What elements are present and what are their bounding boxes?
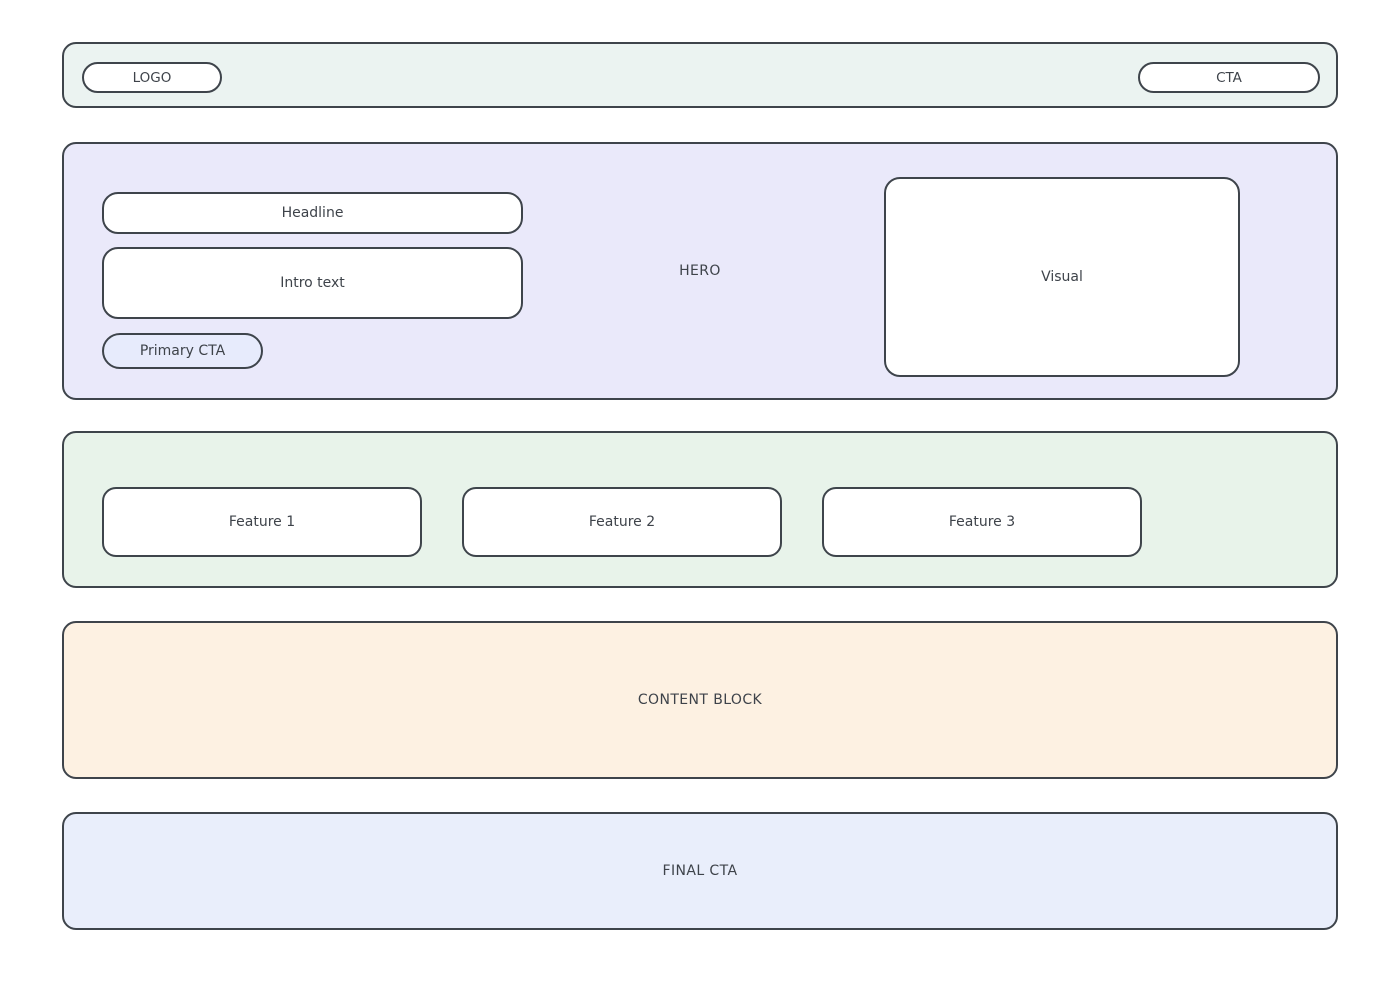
primary-cta-button[interactable]: Primary CTA bbox=[102, 333, 263, 369]
header-bar: LOGO CTA bbox=[62, 42, 1338, 108]
final-cta-label: FINAL CTA bbox=[662, 863, 738, 879]
hero-section: HERO Headline Intro text Primary CTA Vis… bbox=[62, 142, 1338, 400]
feature-card: Feature 3 bbox=[822, 487, 1142, 557]
logo-pill[interactable]: LOGO bbox=[82, 62, 222, 93]
content-block-label: CONTENT BLOCK bbox=[637, 692, 763, 708]
headline-placeholder: Headline bbox=[102, 192, 523, 234]
header-cta-button[interactable]: CTA bbox=[1138, 62, 1320, 93]
feature-card: Feature 2 bbox=[462, 487, 782, 557]
features-section: Feature 1 Feature 2 Feature 3 bbox=[62, 431, 1338, 588]
content-block-section: CONTENT BLOCK bbox=[62, 621, 1338, 779]
intro-text-placeholder: Intro text bbox=[102, 247, 523, 319]
final-cta-section: FINAL CTA bbox=[62, 812, 1338, 930]
feature-card: Feature 1 bbox=[102, 487, 422, 557]
hero-visual-placeholder: Visual bbox=[884, 177, 1240, 377]
